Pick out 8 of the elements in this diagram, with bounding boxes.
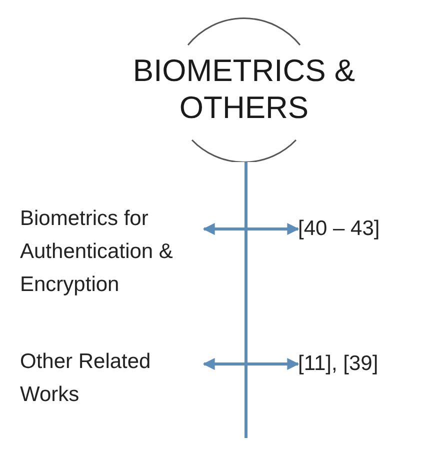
topic-title: BIOMETRICS & OTHERS <box>132 53 356 125</box>
reference-label: [11], [39] <box>298 352 378 375</box>
topic-label: Biometrics for Authentication & Encryption <box>20 207 173 296</box>
double-arrow <box>202 223 300 235</box>
double-arrow <box>202 358 300 370</box>
reference-label: [40 – 43] <box>298 217 380 240</box>
vertical-line <box>244 162 248 438</box>
topic-label: Other Related Works <box>20 350 151 406</box>
